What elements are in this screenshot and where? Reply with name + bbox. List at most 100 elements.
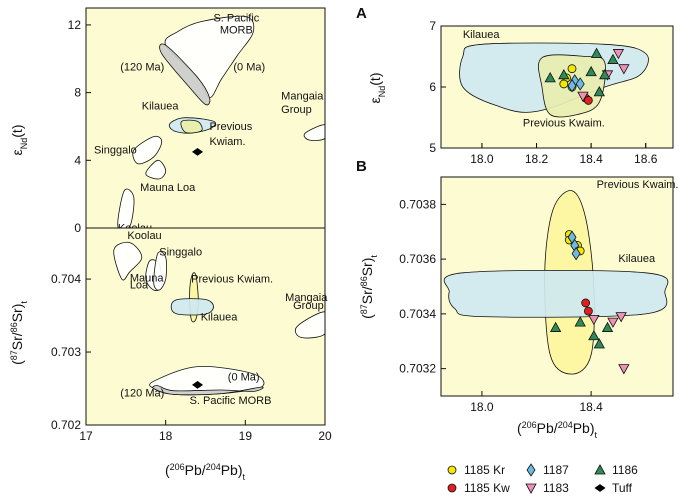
label-previous-kwaim: Previous Kwaim. xyxy=(523,118,605,130)
label-loa: Loa xyxy=(130,280,149,292)
field-singgalo xyxy=(153,251,167,291)
label-morb: MORB xyxy=(220,24,253,36)
label-kilauea: Kilauea xyxy=(463,29,501,41)
point-1185-kw xyxy=(583,306,593,316)
label-s-pacific-morb: S. Pacific MORB xyxy=(190,395,272,407)
point-1185-kr xyxy=(559,79,569,89)
label-mauna: Mauna xyxy=(130,272,165,284)
point-1186 xyxy=(544,72,556,83)
point-1185-kr xyxy=(567,64,577,74)
label-group: Group xyxy=(293,300,324,312)
field-s-pacific-morb xyxy=(164,15,255,99)
point-1186 xyxy=(593,86,605,97)
legend-marker-1183 xyxy=(525,483,537,494)
y-tick-label: 0.702 xyxy=(51,418,81,432)
y-axis-title-left-top: εNd(t) xyxy=(9,125,29,156)
point-1187 xyxy=(575,77,585,91)
x-tick-label: 18 xyxy=(159,429,173,443)
y-tick-label: 7 xyxy=(429,19,436,33)
y-axis-title-A: εNd(t) xyxy=(367,73,387,104)
y-tick-label: 0.703 xyxy=(51,345,81,359)
legend-label-tuff: Tuff xyxy=(612,481,633,495)
point-1186 xyxy=(585,65,597,77)
label-0-ma: (0 Ma) xyxy=(228,371,260,383)
legend-marker-tuff xyxy=(594,484,606,492)
plot-content xyxy=(443,190,669,375)
legend-label-1186: 1186 xyxy=(612,463,638,477)
point-1183 xyxy=(588,314,600,326)
x-tick-label: 18.0 xyxy=(470,400,494,414)
panel-B: Previous Kwaim.Kilauea0.70320.70340.7036… xyxy=(356,158,678,414)
point-1185-kw xyxy=(583,96,593,105)
field-s-pacific-morb-120-ma-band xyxy=(159,43,211,106)
y-tick-label: 6 xyxy=(429,80,436,94)
y-tick-label: 0.7034 xyxy=(399,307,436,321)
y-axis-title-left-bottom: (87Sr/86Sr)t xyxy=(9,301,29,365)
field-kilauea xyxy=(170,298,214,316)
legend-marker-1187 xyxy=(526,463,536,477)
label-singgalo: Singgalo xyxy=(159,247,202,259)
point-1183 xyxy=(577,91,589,102)
plot-frame xyxy=(85,227,326,426)
label-previous: Previous xyxy=(209,121,252,133)
point-1186 xyxy=(593,338,605,349)
field-mangaia-group xyxy=(303,124,325,141)
legend-marker-1186 xyxy=(594,464,606,475)
label-120-ma: (120 Ma) xyxy=(120,388,164,400)
y-tick-label: 0.7038 xyxy=(399,197,436,211)
label-group: Group xyxy=(281,104,312,116)
point-1183 xyxy=(618,64,630,75)
y-tick-label: 5 xyxy=(429,141,436,155)
field-previous-kwiam xyxy=(180,119,203,134)
y-tick-label: 0.7032 xyxy=(399,362,436,376)
legend-marker-1185-kr xyxy=(447,465,457,475)
label-mangaia: Mangaia xyxy=(285,292,328,304)
x-tick-label: 20 xyxy=(318,429,332,443)
point-1186 xyxy=(574,316,586,327)
label-mangaia: Mangaia xyxy=(281,90,324,102)
label-previous-kwaim: Previous Kwaim. xyxy=(597,179,679,191)
label-singgalo: Singgalo xyxy=(94,145,137,157)
x-tick-label: 18.6 xyxy=(634,152,658,166)
panel-letter-B: B xyxy=(356,158,367,175)
field-mangaia-group xyxy=(294,311,325,339)
label-kilauea: Kilauea xyxy=(201,312,239,324)
point-1186 xyxy=(549,321,562,332)
point-1186 xyxy=(588,329,600,341)
point-1187 xyxy=(571,246,581,261)
field-s-pacific-morb-120-ma-band xyxy=(152,385,264,396)
point-tuff xyxy=(192,381,204,389)
y-tick-label: 0.7036 xyxy=(399,252,436,266)
point-1186 xyxy=(607,53,619,64)
field-koolau xyxy=(117,188,135,228)
label-s-pacific: S. Pacific xyxy=(213,13,259,25)
point-1183 xyxy=(618,364,630,375)
y-tick-label: 12 xyxy=(68,18,82,32)
label-mauna-loa: Mauna Loa xyxy=(140,182,196,194)
x-axis-title-left: (206Pb/204Pb)t xyxy=(165,462,246,482)
field-koolau xyxy=(113,241,143,281)
legend-label-1185-kr: 1185 Kr xyxy=(464,463,505,477)
point-1186 xyxy=(599,68,611,80)
field-mauna-loa xyxy=(145,159,167,180)
legend-label-1185-kw: 1185 Kw xyxy=(464,481,510,495)
plot-frame xyxy=(440,176,674,397)
legend-marker-1185-kw xyxy=(447,483,457,493)
y-tick-label: 4 xyxy=(74,153,81,167)
plot-content xyxy=(117,15,325,228)
field-kilauea xyxy=(443,270,669,318)
x-axis-title-B: (206Pb/204Pb)t xyxy=(517,420,598,440)
point-1186 xyxy=(590,47,603,58)
x-tick-label: 19 xyxy=(239,429,253,443)
y-tick-label: 0.704 xyxy=(51,272,81,286)
legend-label-1187: 1187 xyxy=(543,463,569,477)
y-tick-label: 0 xyxy=(74,221,81,235)
x-tick-label: 18.0 xyxy=(470,152,494,166)
point-1183 xyxy=(607,317,619,328)
legend-label-1183: 1183 xyxy=(543,481,569,495)
